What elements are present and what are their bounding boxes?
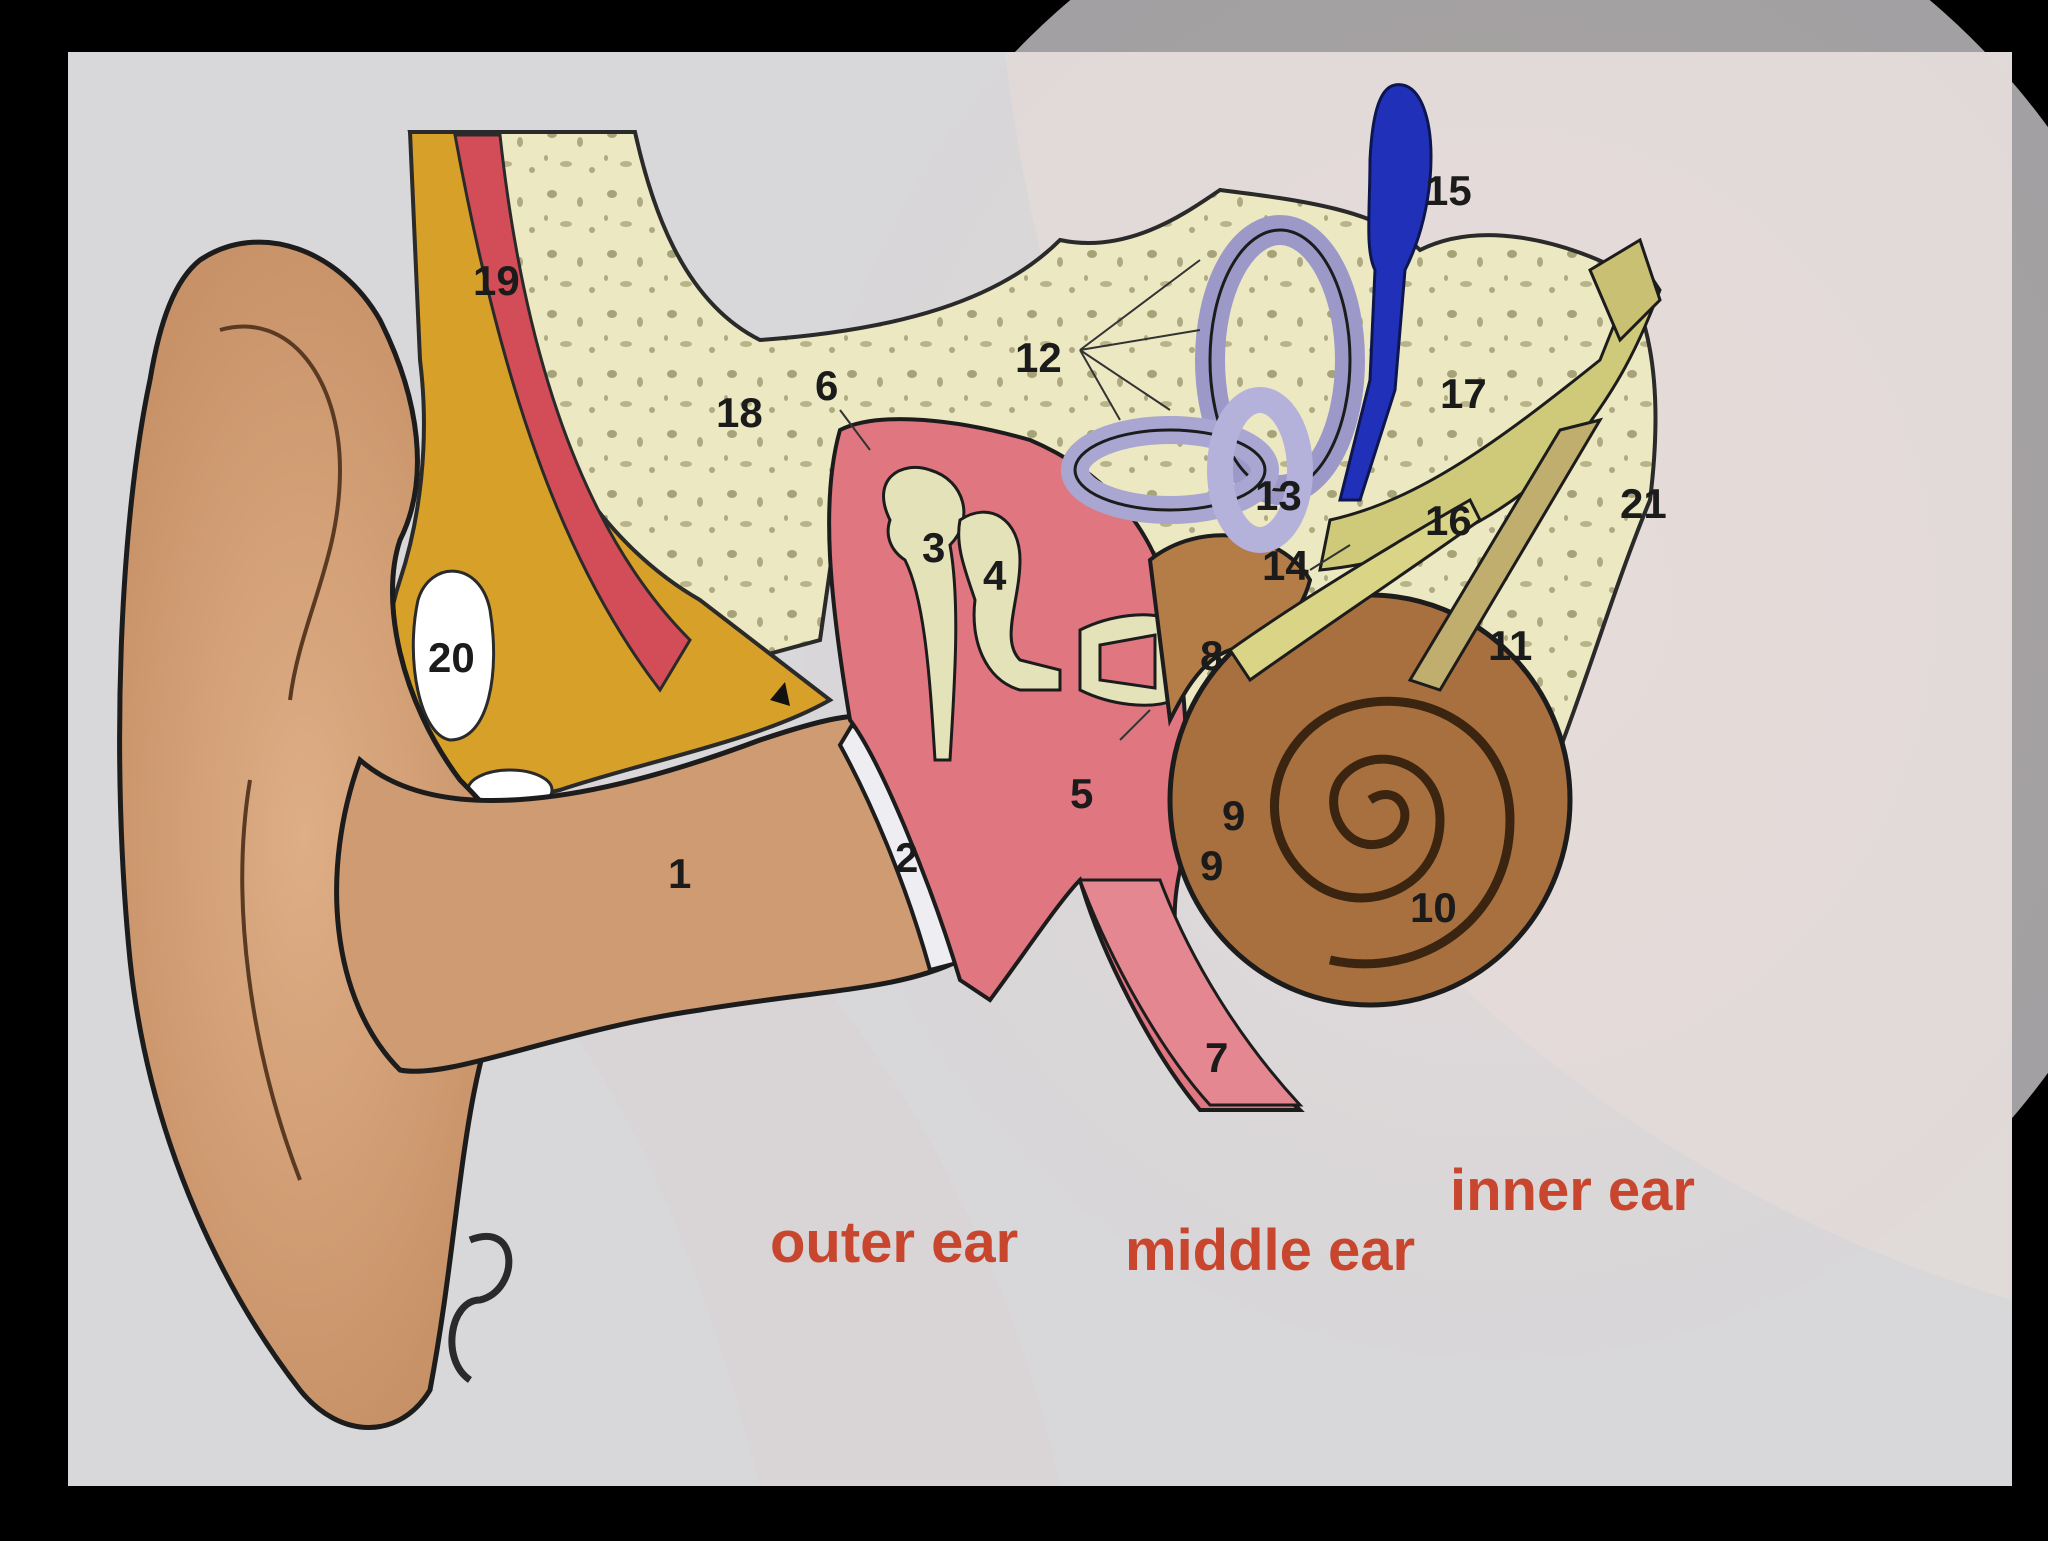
semicircular-canals [1061, 215, 1365, 553]
leader-lines [839, 259, 1351, 741]
label-17: 17 [1440, 370, 1487, 417]
label-11: 11 [1488, 622, 1532, 669]
label-15: 15 [1425, 167, 1472, 214]
label-9-upper: 9 [1222, 792, 1245, 839]
label-3: 3 [922, 524, 945, 571]
auricle-antihelix-fold [240, 779, 302, 1181]
label-5: 5 [1070, 770, 1093, 817]
label-8: 8 [1200, 632, 1223, 679]
label-13: 13 [1255, 472, 1302, 519]
region-label-outer-ear: outer ear [770, 1210, 1018, 1275]
label-4: 4 [983, 552, 1007, 599]
label-18: 18 [716, 389, 763, 436]
label-20: 20 [428, 634, 475, 681]
label-7: 7 [1205, 1034, 1228, 1081]
muscle-band [453, 133, 692, 693]
incus [957, 510, 1062, 692]
auricle [117, 239, 533, 1430]
label-19: 19 [473, 257, 520, 304]
malleus [882, 465, 966, 762]
endolymphatic-sac [1338, 83, 1433, 502]
facial-nerve [1227, 497, 1482, 683]
cochlea-spiral [1270, 696, 1515, 969]
mastoid-air-cell [411, 569, 496, 742]
label-6: 6 [815, 362, 838, 409]
label-1: 1 [668, 850, 691, 897]
nerve-bundle [1588, 237, 1662, 343]
structure-labels: 1 2 3 4 5 6 7 8 9 9 10 11 12 13 14 15 16… [428, 167, 1667, 1081]
ear-canal [334, 713, 964, 1074]
pointer-arrowhead [770, 682, 790, 706]
label-9-lower: 9 [1200, 842, 1223, 889]
internal-carotid [1407, 417, 1604, 692]
label-2: 2 [895, 834, 918, 881]
region-label-middle-ear: middle ear [1125, 1218, 1415, 1283]
label-21: 21 [1620, 480, 1667, 527]
ear-lobe-curl [448, 1233, 513, 1383]
label-14: 14 [1262, 542, 1309, 589]
region-label-inner-ear: inner ear [1450, 1158, 1695, 1223]
label-10: 10 [1410, 884, 1457, 931]
label-12: 12 [1015, 334, 1062, 381]
eustachian-tube [1077, 878, 1304, 1107]
label-16: 16 [1425, 497, 1472, 544]
auricle-helix-fold [219, 324, 343, 701]
